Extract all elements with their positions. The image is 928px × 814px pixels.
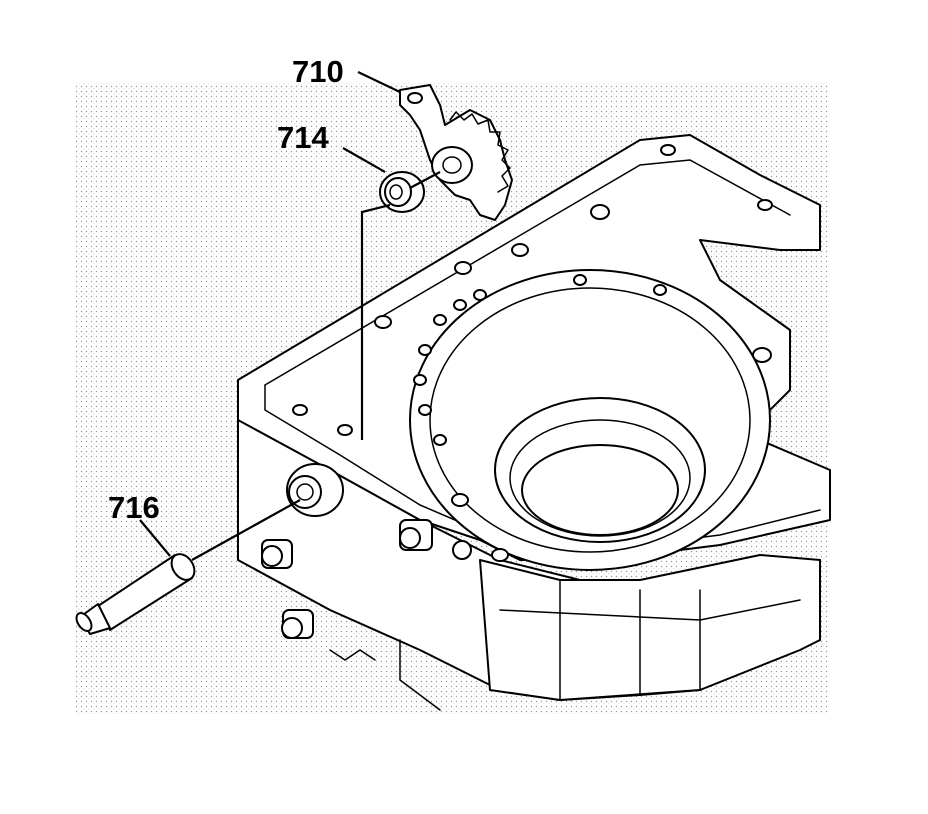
lower-bosses	[261, 519, 472, 639]
leader-710	[357, 71, 401, 93]
assembly-line-716-bore	[191, 499, 301, 561]
callout-716: 716	[108, 490, 160, 525]
callout-710: 710	[292, 54, 344, 89]
leader-714	[342, 147, 386, 173]
part-710-sector-gear	[399, 84, 513, 221]
callout-714: 714	[277, 120, 329, 155]
gasket-bolt-holes	[292, 144, 773, 562]
assembly-line-714-710	[409, 171, 441, 189]
part-714-washer	[379, 171, 425, 213]
transmission-housing	[237, 134, 831, 711]
assembly-line-714-housing	[360, 203, 391, 440]
part-716-pin	[75, 553, 196, 635]
leader-716	[139, 519, 171, 557]
